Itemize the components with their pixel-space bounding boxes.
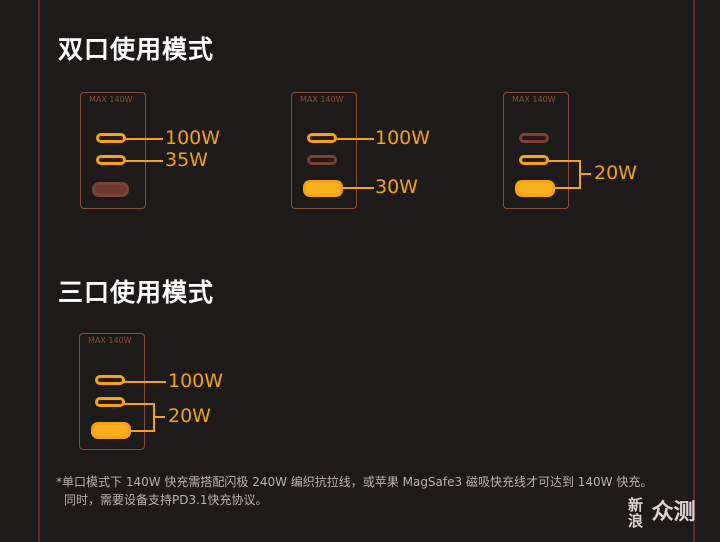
footnote-line-1: *单口模式下 140W 快充需搭配闪极 240W 编织抗拉线，或苹果 MagSa… bbox=[56, 475, 653, 489]
usb-a-port-idle bbox=[92, 182, 129, 197]
connector-line bbox=[548, 160, 580, 162]
charger-dual-config-1: MAX 140W bbox=[80, 92, 146, 209]
port1-wattage: 100W bbox=[165, 127, 221, 149]
max-power-label: MAX 140W bbox=[300, 95, 344, 104]
footnote-line-2: 同时，需要设备支持PD3.1快充协议。 bbox=[64, 493, 268, 507]
connector-line bbox=[342, 187, 374, 189]
charger-triple-config: MAX 140W bbox=[79, 333, 145, 450]
connector-line bbox=[124, 403, 154, 405]
connector-line bbox=[579, 173, 591, 175]
usb-a-port-active bbox=[515, 180, 555, 197]
sina-zhongce-watermark: 新浪 众测 bbox=[628, 494, 696, 529]
usb-c1-port-active bbox=[307, 133, 337, 143]
usb-a-port-active bbox=[303, 180, 343, 197]
usb-c2-port-active bbox=[96, 155, 126, 165]
max-power-label: MAX 140W bbox=[89, 95, 133, 104]
charger-dual-config-2: MAX 140W bbox=[291, 92, 357, 209]
charger-dual-config-3: MAX 140W bbox=[503, 92, 569, 209]
port2-wattage: 35W bbox=[165, 149, 208, 171]
max-power-label: MAX 140W bbox=[512, 95, 556, 104]
usb-c1-port-active bbox=[96, 133, 126, 143]
usb-c1-port-active bbox=[95, 375, 125, 385]
dual-port-mode-title: 双口使用模式 bbox=[58, 35, 215, 64]
shared-wattage: 20W bbox=[594, 162, 637, 184]
watermark-big-text: 众测 bbox=[651, 500, 696, 525]
usb-c2-port-active bbox=[519, 155, 549, 165]
connector-line bbox=[554, 187, 580, 189]
triple-port-mode-title: 三口使用模式 bbox=[58, 278, 215, 307]
shared-wattage: 20W bbox=[168, 405, 211, 427]
usb-a-port-active bbox=[91, 422, 131, 439]
watermark-small-text: 新浪 bbox=[628, 496, 644, 530]
usb-c2-port-idle bbox=[307, 155, 337, 165]
connector-line bbox=[124, 381, 166, 383]
port3-wattage: 30W bbox=[375, 176, 418, 198]
connector-line bbox=[130, 430, 154, 432]
footnote: *单口模式下 140W 快充需搭配闪极 240W 编织抗拉线，或苹果 MagSa… bbox=[56, 473, 696, 509]
connector-line bbox=[153, 416, 165, 418]
port1-wattage: 100W bbox=[375, 127, 431, 149]
connector-line bbox=[125, 138, 163, 140]
left-border-line bbox=[38, 0, 40, 542]
port1-wattage: 100W bbox=[168, 370, 224, 392]
connector-line bbox=[336, 138, 374, 140]
max-power-label: MAX 140W bbox=[88, 336, 132, 345]
usb-c1-port-idle bbox=[519, 133, 549, 143]
usb-c2-port-active bbox=[95, 397, 125, 407]
right-border-line bbox=[693, 0, 695, 542]
connector-line bbox=[125, 160, 163, 162]
